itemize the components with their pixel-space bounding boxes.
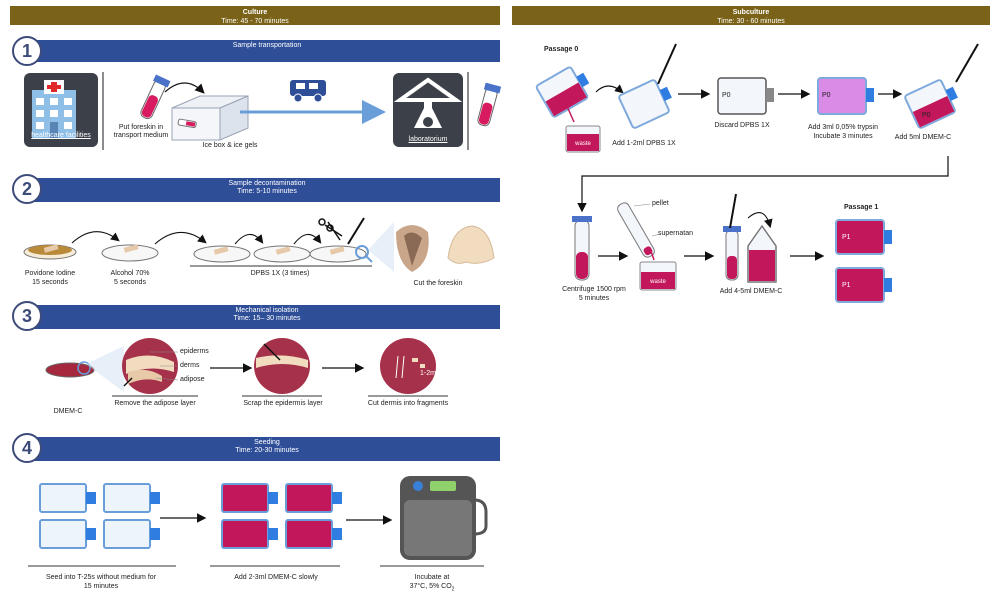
- section-3-number: 3: [12, 301, 42, 331]
- passage1-flasks: [835, 219, 892, 303]
- dmem-flask: [904, 43, 979, 129]
- culture-time: Time: 45 - 70 minutes: [221, 18, 289, 25]
- culture-band: Culture Time: 45 - 70 minutes: [10, 6, 500, 25]
- incubate-label-line2: 37°C, 5% CO2: [380, 583, 484, 593]
- subculture-time: Time: 30 - 60 minutes: [717, 18, 785, 25]
- section-2-number: 2: [12, 174, 42, 204]
- alcohol-label: Alcohol 70%: [110, 270, 150, 277]
- alcohol-time-label: 5 seconds: [114, 279, 146, 286]
- waste-beaker-2: [639, 261, 677, 291]
- section-1-title: Sample transportation: [232, 42, 302, 49]
- pellet-label: pellet: [652, 200, 669, 207]
- incubate3-label: Incubate 3 minutes: [813, 133, 873, 140]
- passage0-label: Passage 0: [544, 46, 579, 53]
- passage0-flask: [535, 66, 590, 118]
- seed-label-line2: 15 minutes: [83, 583, 119, 590]
- resuspend-flask: [747, 224, 777, 283]
- dmem-label: DMEM-C: [53, 408, 83, 415]
- van-icon: [290, 80, 326, 103]
- foreskin-tube-icon: [140, 74, 171, 120]
- subculture-band: Subculture Time: 30 - 60 minutes: [512, 6, 990, 25]
- supernatan-tube: [617, 202, 655, 261]
- centrifuge-tube: [572, 216, 592, 281]
- section-2-time: Time: 5-10 minutes: [237, 188, 297, 195]
- trypsin-label: Add 3ml 0,05% trypsin: [807, 124, 879, 131]
- discard-label: Discard DPBS 1X: [714, 122, 770, 129]
- incubate-conditions: 37°C, 5% CO: [409, 583, 452, 590]
- waste-label-2: waste: [650, 279, 666, 285]
- alcohol-dish: [101, 244, 159, 262]
- incubator-icon: [400, 476, 488, 560]
- add-dmem-c-label: Add 5ml DMEM-C: [894, 134, 952, 141]
- p1-label-top: P1: [842, 234, 851, 241]
- scissors-icon: [318, 218, 343, 241]
- subculture-title: Subculture: [732, 9, 770, 16]
- waste-beaker: [565, 125, 601, 153]
- mm-label: 1-2mm: [420, 370, 442, 377]
- add-dmem-label: Add 2-3ml DMEM-C slowly: [234, 574, 318, 581]
- trypsin-flask: [817, 77, 874, 115]
- remove-adipose-label: Remove the adipose layer: [114, 400, 196, 407]
- dpbs-label: DPBS 1X (3 times): [250, 270, 310, 277]
- foreskin-cut-icon: [396, 225, 429, 272]
- section-1-number: 1: [12, 36, 42, 66]
- culture-title: Culture: [242, 9, 268, 16]
- co2-subscript: 2: [451, 586, 455, 593]
- povidone-time-label: 15 seconds: [32, 279, 68, 286]
- arrived-tube-icon: [477, 82, 502, 127]
- transport-medium-label: transport medium: [113, 132, 169, 139]
- cut-foreskin-label: Cut the foreskin: [413, 280, 463, 287]
- epidermis-label: epiderms: [180, 348, 209, 355]
- waste-label-1: waste: [575, 141, 591, 147]
- dmem-dish: [45, 346, 124, 392]
- laboratorium-icon: [393, 73, 463, 147]
- passage1-label: Passage 1: [844, 204, 879, 211]
- add-45-label: Add 4-5ml DMEM-C: [719, 288, 783, 295]
- povidone-label: Povidone Iodine: [24, 270, 76, 277]
- ice-box-icon: [171, 95, 249, 141]
- empty-flasks: [39, 483, 160, 549]
- scrap-epidermis-circle: [254, 338, 310, 394]
- section-4-title: Seeding: [254, 439, 280, 446]
- centrifuge-time-label: 5 minutes: [578, 295, 610, 302]
- section-4-header: Seeding Time: 20-30 minutes: [34, 437, 500, 461]
- dpbs-dishes: [193, 245, 367, 263]
- foreskin-piece-icon: [447, 225, 495, 264]
- laboratorium-label: laboratorium: [408, 136, 448, 143]
- povidone-dish: [23, 244, 77, 260]
- seed-label-line1: Seed into T-25s without medium for: [46, 574, 156, 581]
- section-2-header: Sample decontamination Time: 5-10 minute…: [34, 178, 500, 202]
- resuspend-tube: [723, 193, 741, 281]
- p0-label-trypsin: P0: [822, 92, 831, 99]
- section-2-title: Sample decontamination: [228, 180, 306, 187]
- fragments-circle: [380, 338, 436, 394]
- discard-flask: [717, 77, 774, 115]
- section-1-header: Sample transportation: [34, 40, 500, 62]
- section-4-number: 4: [12, 433, 42, 463]
- scrap-epidermis-label: Scrap the epidermis layer: [243, 400, 323, 407]
- section-4-time: Time: 20-30 minutes: [235, 447, 299, 454]
- cut-fragments-label: Cut dermis into fragments: [367, 400, 449, 407]
- section-3-time: Time: 15– 30 minutes: [233, 315, 301, 322]
- scalpel-icon: [347, 217, 365, 245]
- healthcare-label: healthcare facilities: [31, 132, 91, 139]
- magnifier-icon: [355, 222, 394, 272]
- p1-label-bottom: P1: [842, 282, 851, 289]
- incubate-label-line1: Incubate at: [414, 574, 450, 581]
- section-3-header: Mechanical isolation Time: 15– 30 minute…: [34, 305, 500, 329]
- dpbs-flask: [618, 43, 677, 129]
- filled-flasks: [221, 483, 342, 549]
- centrifuge-label: Centrifuge 1500 rpm: [562, 286, 626, 293]
- supernatan-label: supernatan: [658, 230, 694, 237]
- icebox-label: Ice box & ice gels: [202, 142, 258, 149]
- p0-label-discard: P0: [722, 92, 731, 99]
- put-foreskin-label: Put foreskin in: [118, 124, 164, 131]
- p0-label-dmem: P0: [922, 112, 931, 119]
- dermis-label: derms: [180, 362, 200, 369]
- section-3-title: Mechanical isolation: [235, 307, 299, 314]
- add-dpbs-label: Add 1-2ml DPBS 1X: [612, 140, 676, 147]
- adipose-label: adipose: [180, 376, 205, 383]
- hospital-icon: [24, 73, 98, 147]
